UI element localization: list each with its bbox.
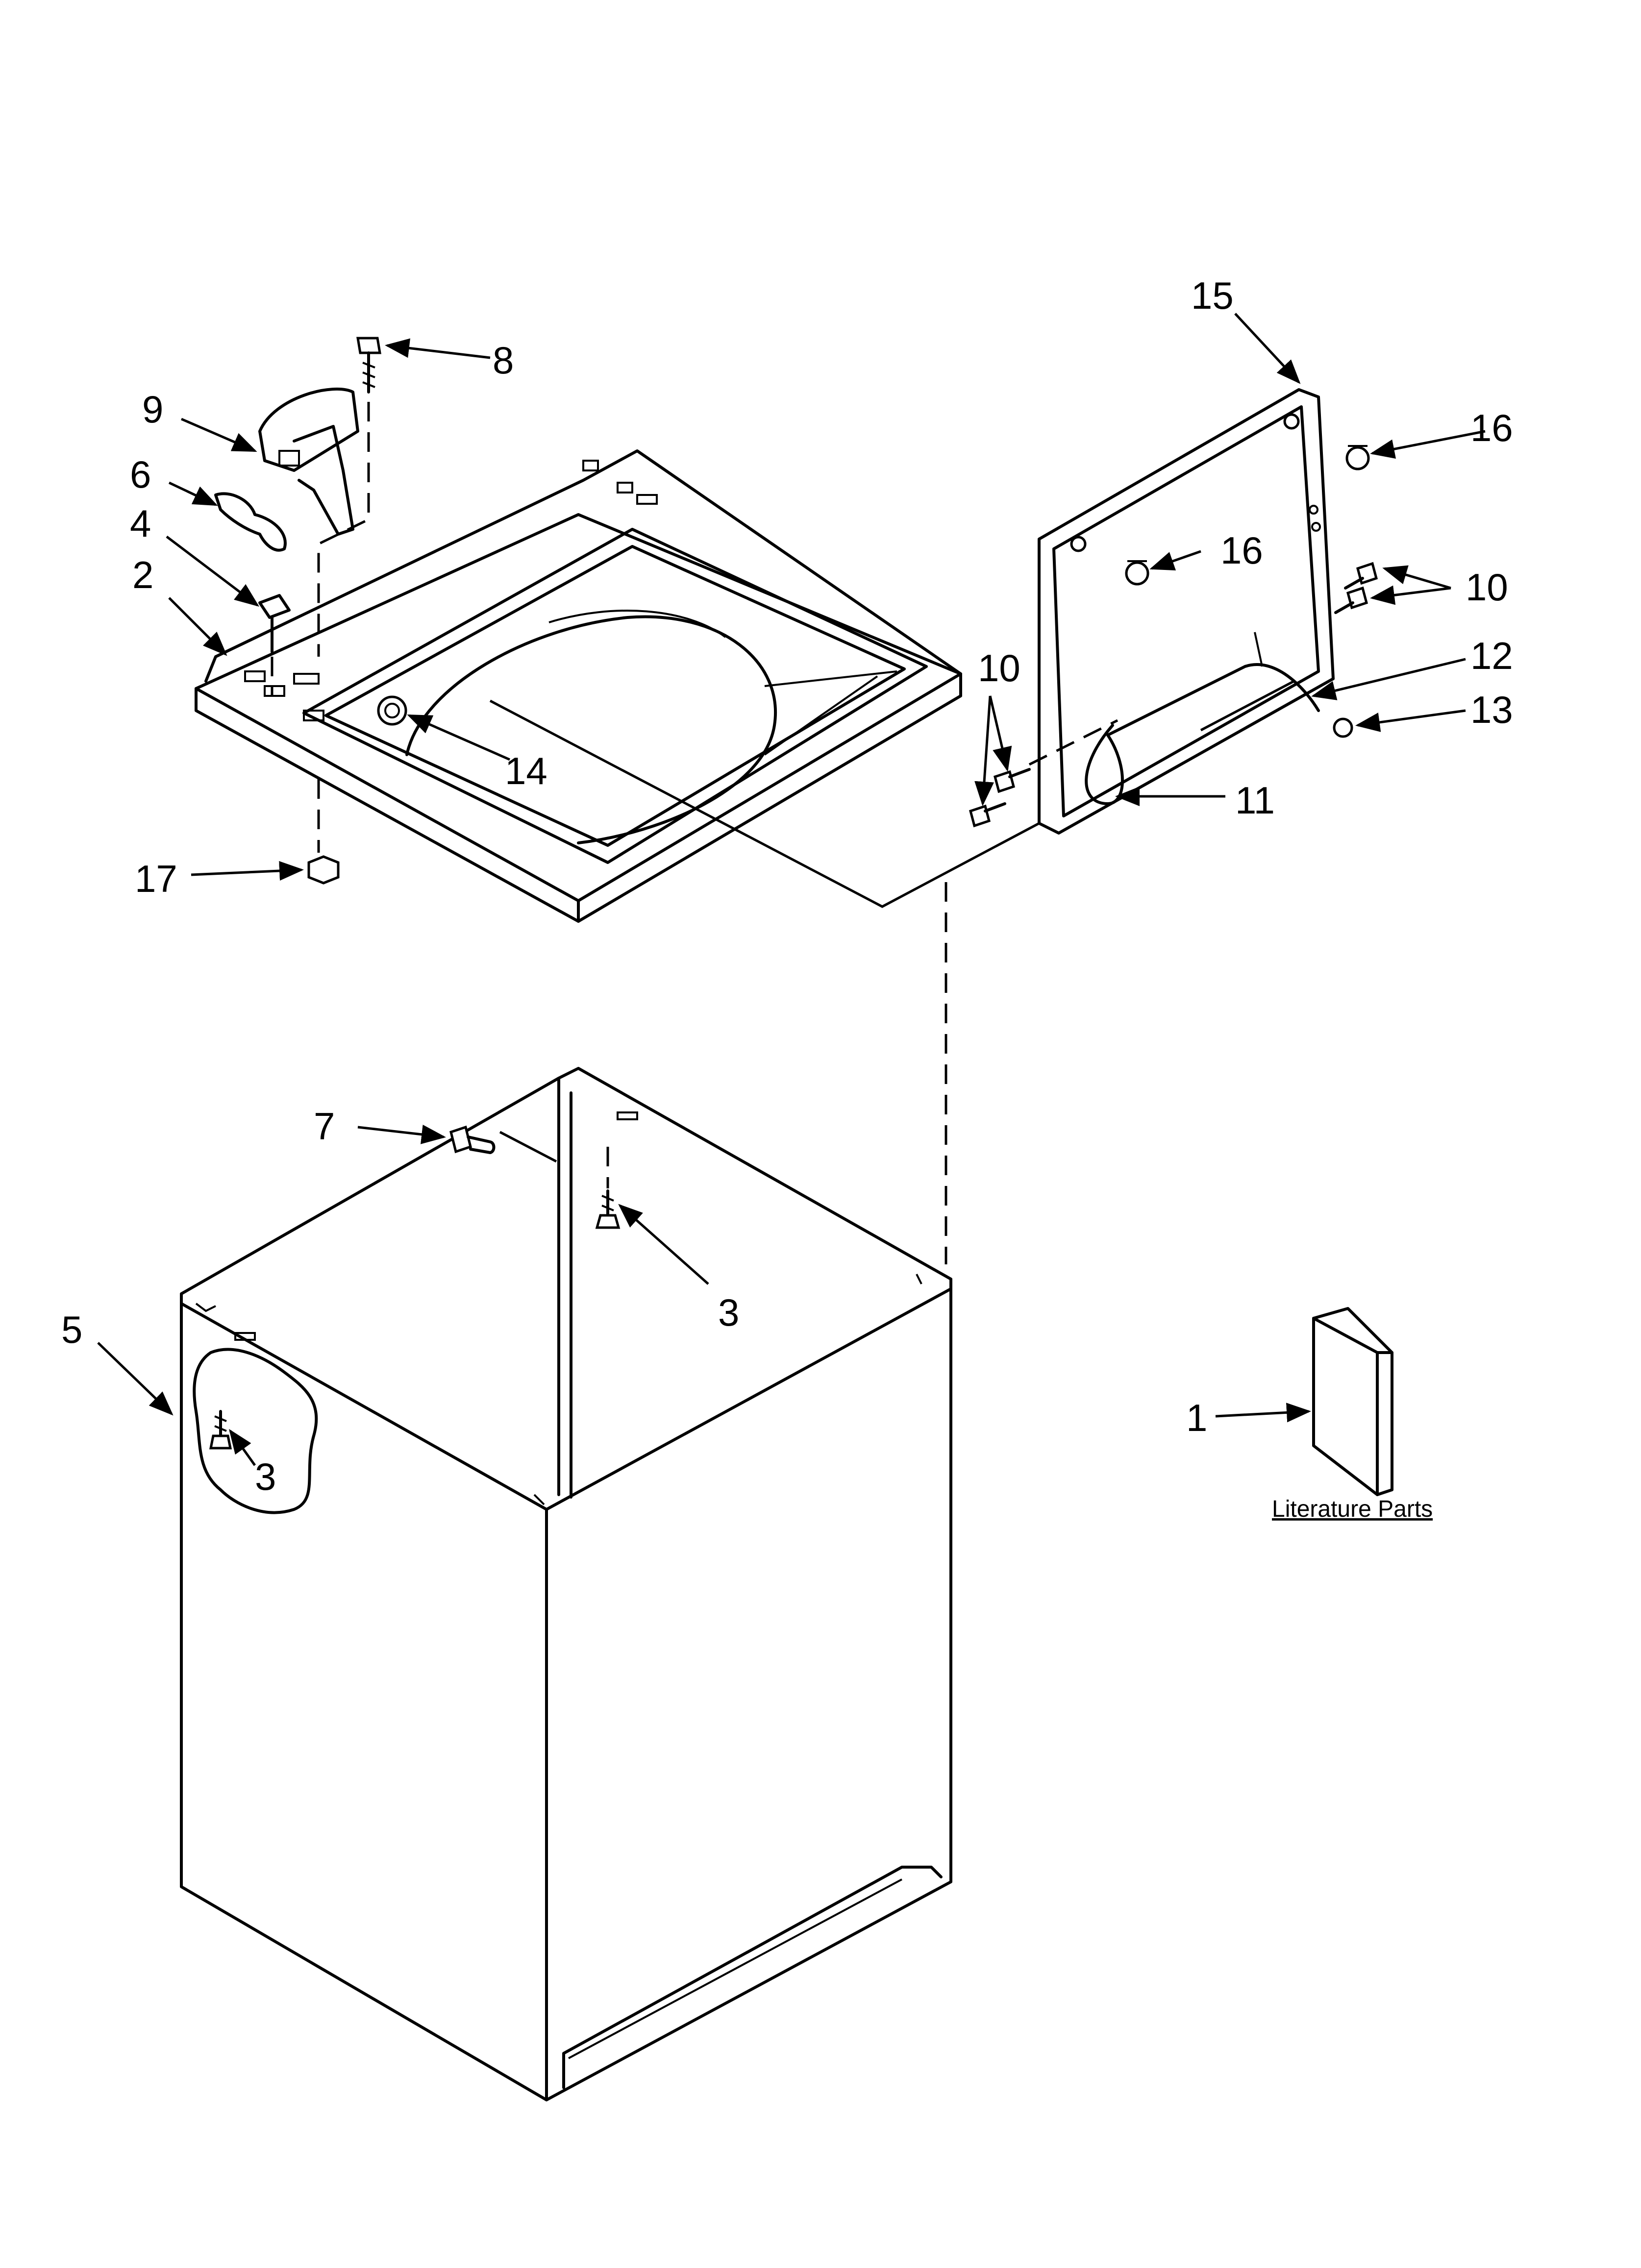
callout-labels: 8 9 6 4 2 14 17 15 16 16 10 10 12 13 11 … [61,274,1513,1522]
callout-1: 1 [1186,1396,1207,1439]
callout-2: 2 [132,553,153,596]
part-4-bracket [258,594,291,653]
part-8-screw [356,337,381,394]
lid-hinge-wire [1085,632,1320,805]
top-panel [195,449,962,923]
callout-4: 4 [130,502,151,545]
leader-arrows [97,313,1486,1466]
callout-13: 13 [1470,688,1513,731]
literature-parts-caption: Literature Parts [1272,1496,1433,1522]
cabinet [180,1067,952,2101]
part-3-screw-top [595,1189,621,1229]
part-13-cap [1333,717,1353,738]
callout-16-lower: 16 [1220,529,1263,572]
callout-8: 8 [493,339,514,382]
part-17-nut [307,855,340,885]
callout-14: 14 [505,749,547,792]
callout-10-right: 10 [1466,566,1508,609]
part-6-clip [214,492,287,552]
callout-16-upper: 16 [1470,406,1513,449]
callout-7: 7 [314,1105,335,1148]
callout-3-cutaway: 3 [255,1455,276,1498]
callout-6: 6 [130,453,151,496]
callout-15: 15 [1191,274,1234,317]
callout-5: 5 [61,1308,82,1351]
cutaway-detail [193,1348,318,1514]
callout-10-left: 10 [978,646,1020,690]
callout-9: 9 [142,388,163,431]
alignment-lines [271,402,1295,1264]
callout-11: 11 [1235,779,1275,822]
part-10-screws-left [969,768,1031,828]
part-16-bumper-lower [1125,560,1149,586]
part-16-bumper-upper [1345,445,1370,470]
part-9-switch [258,387,359,536]
part-3-screw-cutaway [209,1410,232,1450]
part-10-screws-right [1334,562,1378,614]
callout-3-top: 3 [718,1291,739,1334]
callout-12: 12 [1470,634,1513,677]
part-7-screw [449,1125,496,1154]
lid [1038,388,1335,835]
literature-book [1312,1307,1393,1496]
callout-17: 17 [135,857,177,900]
